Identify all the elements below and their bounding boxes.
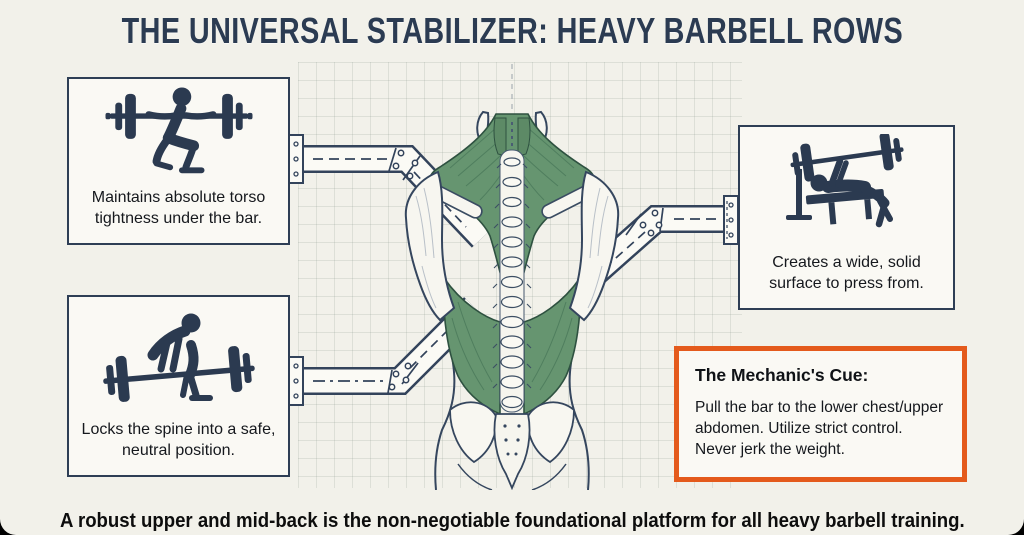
bench-press-icon [785, 134, 904, 228]
card-bench: Creates a wide, solid surface to press f… [738, 125, 955, 310]
back-anatomy-illustration [404, 110, 620, 490]
cue-body: Pull the bar to the lower chest/upper ab… [695, 399, 944, 458]
card-mechanics-cue: The Mechanic's Cue: Pull the bar to the … [674, 346, 967, 482]
card-squat-text: Maintains absolute torso tightness under… [91, 189, 266, 227]
footer-caption: A robust upper and mid-back is the non-n… [59, 510, 965, 532]
page-title: THE UNIVERSAL STABILIZER: HEAVY BARBELL … [121, 10, 903, 51]
connector-arm-right [585, 195, 739, 284]
card-deadlift-text: Locks the spine into a safe, neutral pos… [81, 421, 276, 459]
deadlift-barbell-icon [102, 313, 255, 402]
card-deadlift: Locks the spine into a safe, neutral pos… [67, 295, 290, 477]
squat-barbell-icon [105, 86, 252, 173]
card-bench-text: Creates a wide, solid surface to press f… [769, 254, 924, 292]
card-squat: Maintains absolute torso tightness under… [67, 77, 290, 245]
cue-heading: The Mechanic's Cue: [695, 365, 869, 385]
